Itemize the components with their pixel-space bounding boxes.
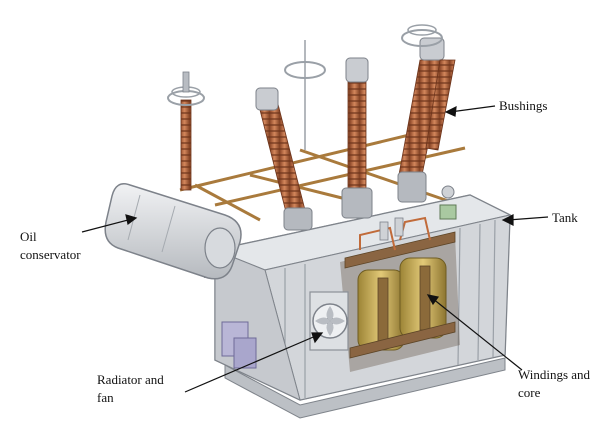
oil-conservator-label-line2: conservator bbox=[20, 247, 81, 262]
tank-label: Tank bbox=[552, 210, 578, 225]
oil-conservator-label-line1: Oil bbox=[20, 229, 37, 244]
bushings-arrow bbox=[449, 105, 496, 113]
oil-conservator-arrow bbox=[81, 218, 133, 233]
radiator-arrow bbox=[184, 334, 319, 393]
bushing-3 bbox=[284, 40, 373, 219]
windings-label: Windings and core bbox=[518, 366, 590, 402]
radiator-label-line1: Radiator and bbox=[97, 372, 164, 387]
radiator-label: Radiator and fan bbox=[97, 371, 164, 407]
windings-label-line2: core bbox=[518, 385, 541, 400]
tank-arrow bbox=[507, 216, 549, 221]
oil-conservator bbox=[104, 183, 242, 280]
windings-and-core bbox=[340, 216, 460, 372]
bushings-label: Bushings bbox=[499, 98, 548, 113]
windings-arrow bbox=[431, 297, 523, 371]
top-accessories bbox=[379, 185, 457, 241]
radiator-and-fan bbox=[309, 291, 349, 351]
windings-label-line1: Windings and bbox=[518, 367, 591, 382]
bushing-1 bbox=[167, 71, 205, 191]
radiator-label-line2: fan bbox=[97, 390, 114, 405]
bushing-2 bbox=[255, 87, 313, 231]
bushing-4 bbox=[397, 24, 456, 203]
leader-arrows bbox=[81, 105, 549, 393]
oil-conservator-label: Oil conservator bbox=[20, 228, 81, 264]
